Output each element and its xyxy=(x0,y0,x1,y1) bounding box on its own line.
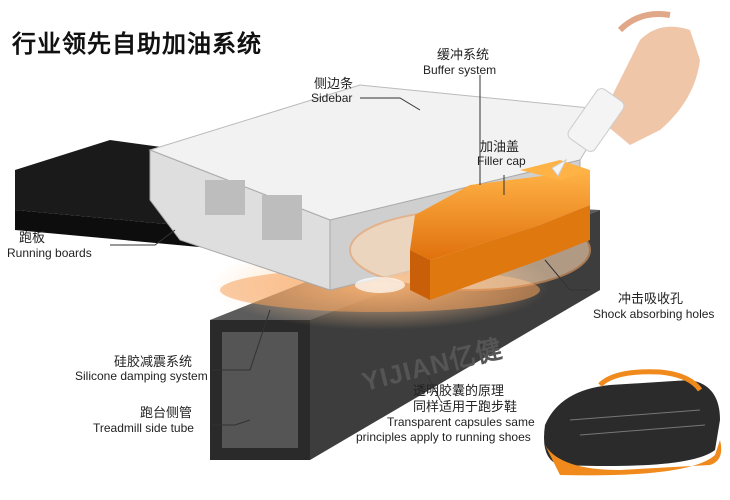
running-shoe-illustration xyxy=(544,369,722,476)
shock-holes-label-en: Shock absorbing holes xyxy=(593,307,715,321)
sidebar-label-cn: 侧边条 xyxy=(314,76,354,91)
buffer-system-label-cn: 缓冲系统 xyxy=(437,47,490,62)
hand-with-oil-bottle xyxy=(551,11,700,177)
buffer-system-label-en: Buffer system xyxy=(423,63,497,77)
sidebar-label-en: Sidebar xyxy=(311,91,353,105)
capsule-label-cn-2: 同样适用于跑步鞋 xyxy=(413,399,518,414)
capsule-label-en-2: principles apply to running shoes xyxy=(356,430,531,444)
capsule-label-cn-1: 透明胶囊的原理 xyxy=(413,383,505,398)
running-boards-label-cn: 跑板 xyxy=(19,230,46,245)
filler-cap-label-en: Filler cap xyxy=(477,154,526,168)
silicone-label-en: Silicone damping system xyxy=(75,369,208,383)
buffer-system xyxy=(410,160,590,300)
silicone-label-cn: 硅胶减震系统 xyxy=(114,354,193,369)
page-title: 行业领先自助加油系统 xyxy=(12,30,262,58)
callout-lines xyxy=(110,75,590,426)
filler-cap-label-cn: 加油盖 xyxy=(480,139,520,154)
capsule-label-en-1: Transparent capsules same xyxy=(387,415,535,429)
running-boards-label-en: Running boards xyxy=(7,246,92,260)
side-tube-label-cn: 跑台侧管 xyxy=(140,405,193,420)
shock-holes-label-cn: 冲击吸收孔 xyxy=(618,291,684,306)
side-tube-label-en: Treadmill side tube xyxy=(93,421,194,435)
